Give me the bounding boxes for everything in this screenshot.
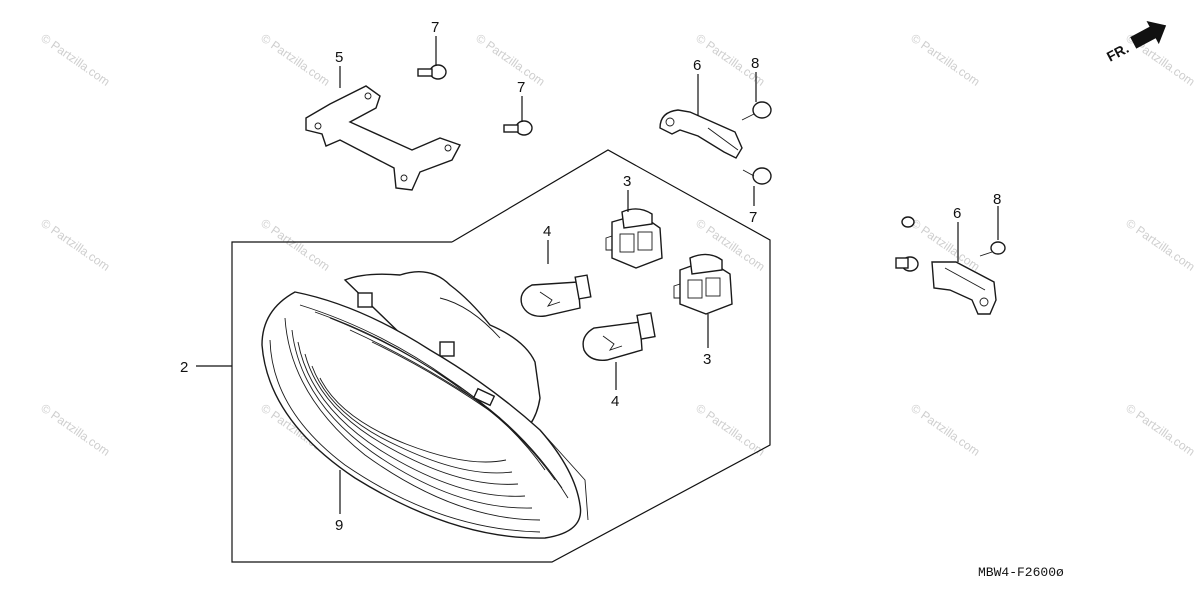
assembly-outline — [231, 149, 771, 563]
watermark: © Partzilla.com — [693, 401, 767, 459]
callout-4: 4 — [543, 223, 551, 240]
watermark: © Partzilla.com — [908, 31, 982, 89]
watermark: © Partzilla.com — [908, 401, 982, 459]
callout-7: 7 — [749, 209, 757, 226]
watermark: © Partzilla.com — [473, 31, 547, 89]
bolt-7-right — [742, 167, 772, 185]
bolt-7-center — [503, 120, 533, 136]
callout-5: 5 — [335, 49, 343, 66]
watermark: © Partzilla.com — [38, 31, 112, 89]
socket-upper — [605, 208, 663, 269]
washer-right — [901, 216, 915, 228]
callout-4: 4 — [611, 393, 619, 410]
tail-light-assembly — [261, 271, 589, 539]
callout-7: 7 — [517, 79, 525, 96]
socket-lower — [673, 253, 733, 315]
watermark: © Partzilla.com — [258, 31, 332, 89]
screw-8-right — [979, 241, 1006, 257]
callout-6: 6 — [693, 57, 701, 74]
bracket-5 — [305, 85, 462, 191]
bracket-6-right — [931, 261, 997, 315]
callout-3: 3 — [623, 173, 631, 190]
callout-labels: 2 5 7 7 3 4 3 4 6 8 7 6 8 9 — [180, 19, 1001, 534]
callout-9: 9 — [335, 517, 343, 534]
bolt-7-upper-left — [417, 64, 447, 80]
bolt-7-far-right — [895, 256, 919, 272]
callout-2: 2 — [180, 359, 188, 376]
watermark: © Partzilla.com — [1123, 216, 1197, 274]
watermark: © Partzilla.com — [1123, 401, 1197, 459]
callout-6: 6 — [953, 205, 961, 222]
watermark: © Partzilla.com — [258, 216, 332, 274]
leader-lines — [196, 36, 999, 514]
bracket-6-center — [659, 109, 743, 159]
bulb-upper — [520, 274, 592, 317]
diagram-code: MBW4-F2600ø — [978, 565, 1064, 580]
watermark: © Partzilla.com — [38, 216, 112, 274]
watermark: © Partzilla.com — [38, 401, 112, 459]
callout-7: 7 — [431, 19, 439, 36]
bulb-lower — [582, 312, 656, 361]
front-arrow-icon — [1130, 20, 1167, 49]
callout-3: 3 — [703, 351, 711, 368]
callout-8: 8 — [993, 191, 1001, 208]
callout-8: 8 — [751, 55, 759, 72]
screw-8-center — [741, 101, 772, 121]
